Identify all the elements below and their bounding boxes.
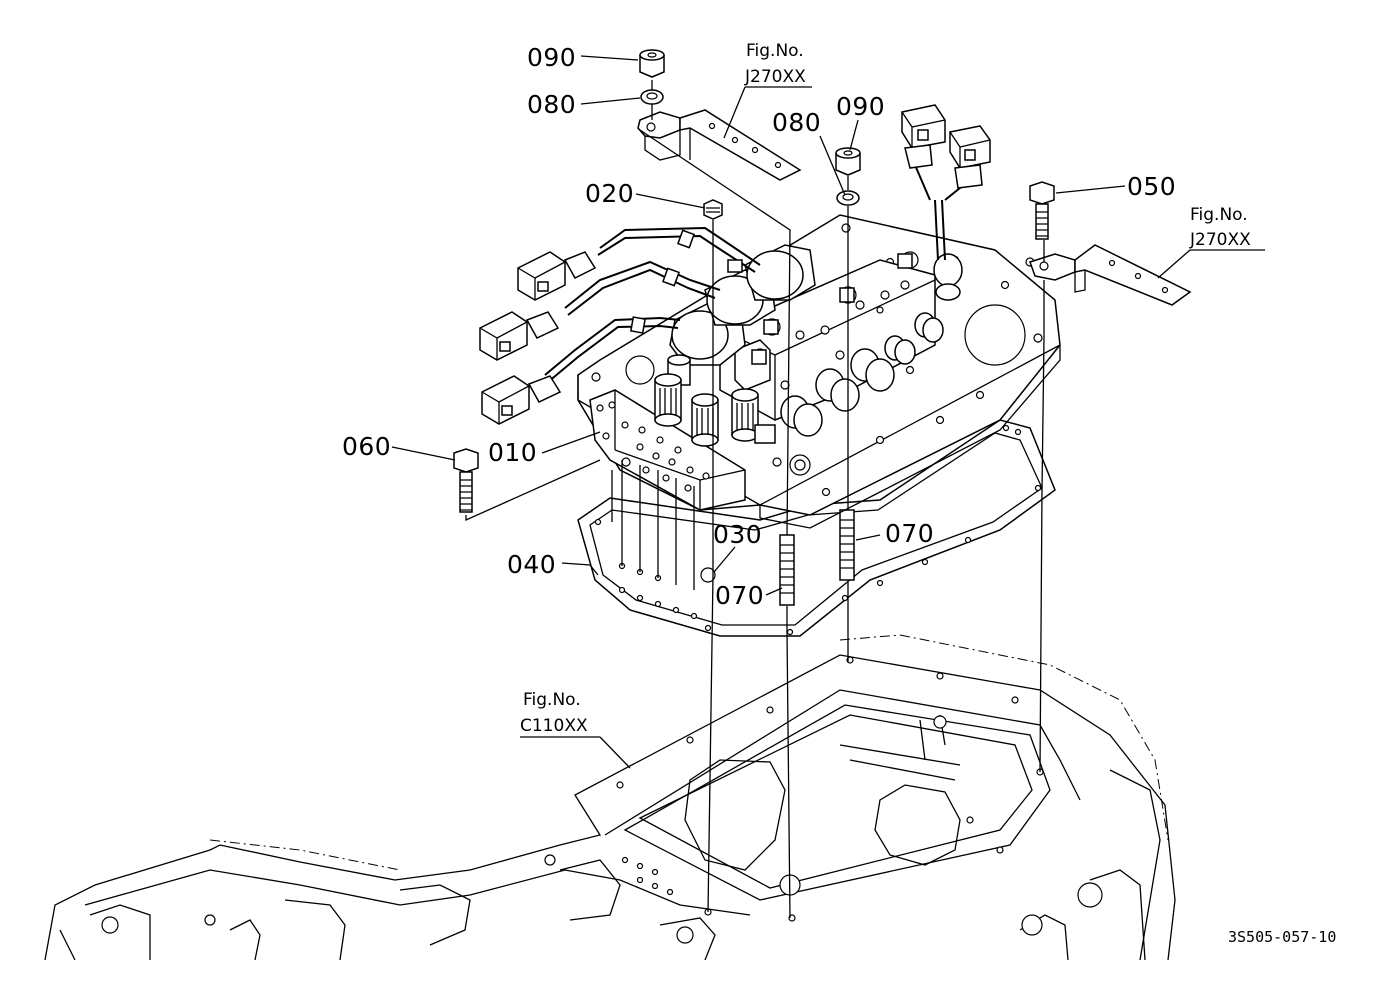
bracket-top <box>637 109 802 181</box>
callout-050: 050 <box>1127 172 1176 201</box>
connector-left-2 <box>479 311 560 361</box>
nut-090-mid <box>835 147 861 176</box>
figure-ref-3-label: Fig.No. <box>523 690 581 710</box>
connector-left-1 <box>517 251 597 301</box>
bolt-050 <box>1029 181 1055 240</box>
callout-070-right: 070 <box>885 519 934 548</box>
alignment-lines <box>465 80 1045 919</box>
washer-080-top <box>640 89 664 105</box>
callout-090-mid: 090 <box>836 92 885 121</box>
callout-080-mid: 080 <box>772 108 821 137</box>
figure-ref-1-label: Fig.No. <box>746 41 804 61</box>
valve-fittings <box>654 354 759 447</box>
callout-010: 010 <box>488 438 537 467</box>
bolt-060 <box>453 448 479 513</box>
washer-080-mid <box>836 190 860 206</box>
stud-bolts-070 <box>779 509 855 606</box>
figure-ref-2-label: Fig.No. <box>1190 205 1248 225</box>
nut-090-top <box>639 49 665 78</box>
plug-020 <box>703 199 723 220</box>
callout-020: 020 <box>585 179 634 208</box>
callout-040: 040 <box>507 550 556 579</box>
callout-030: 030 <box>713 520 762 549</box>
figure-ref-2-code: J270XX <box>1189 230 1251 250</box>
callout-070-left: 070 <box>715 581 764 610</box>
connector-top-2 <box>949 125 991 189</box>
bracket-right <box>1029 244 1192 306</box>
valve-fittings-side <box>754 253 963 444</box>
leader-lines <box>391 55 1265 769</box>
transmission-case <box>44 634 1176 961</box>
connector-left-3 <box>481 375 562 425</box>
figure-ref-1-code: J270XX <box>744 67 806 87</box>
figure-ref-3-code: C110XX <box>520 716 588 736</box>
callout-090-top: 090 <box>527 43 576 72</box>
drawing-number: 3S505-057-10 <box>1228 928 1336 946</box>
callout-080-top: 080 <box>527 90 576 119</box>
connector-top-1 <box>901 104 946 169</box>
callout-060: 060 <box>342 432 391 461</box>
valve-assembly-010 <box>577 214 1061 529</box>
wiring-harness <box>544 164 971 383</box>
